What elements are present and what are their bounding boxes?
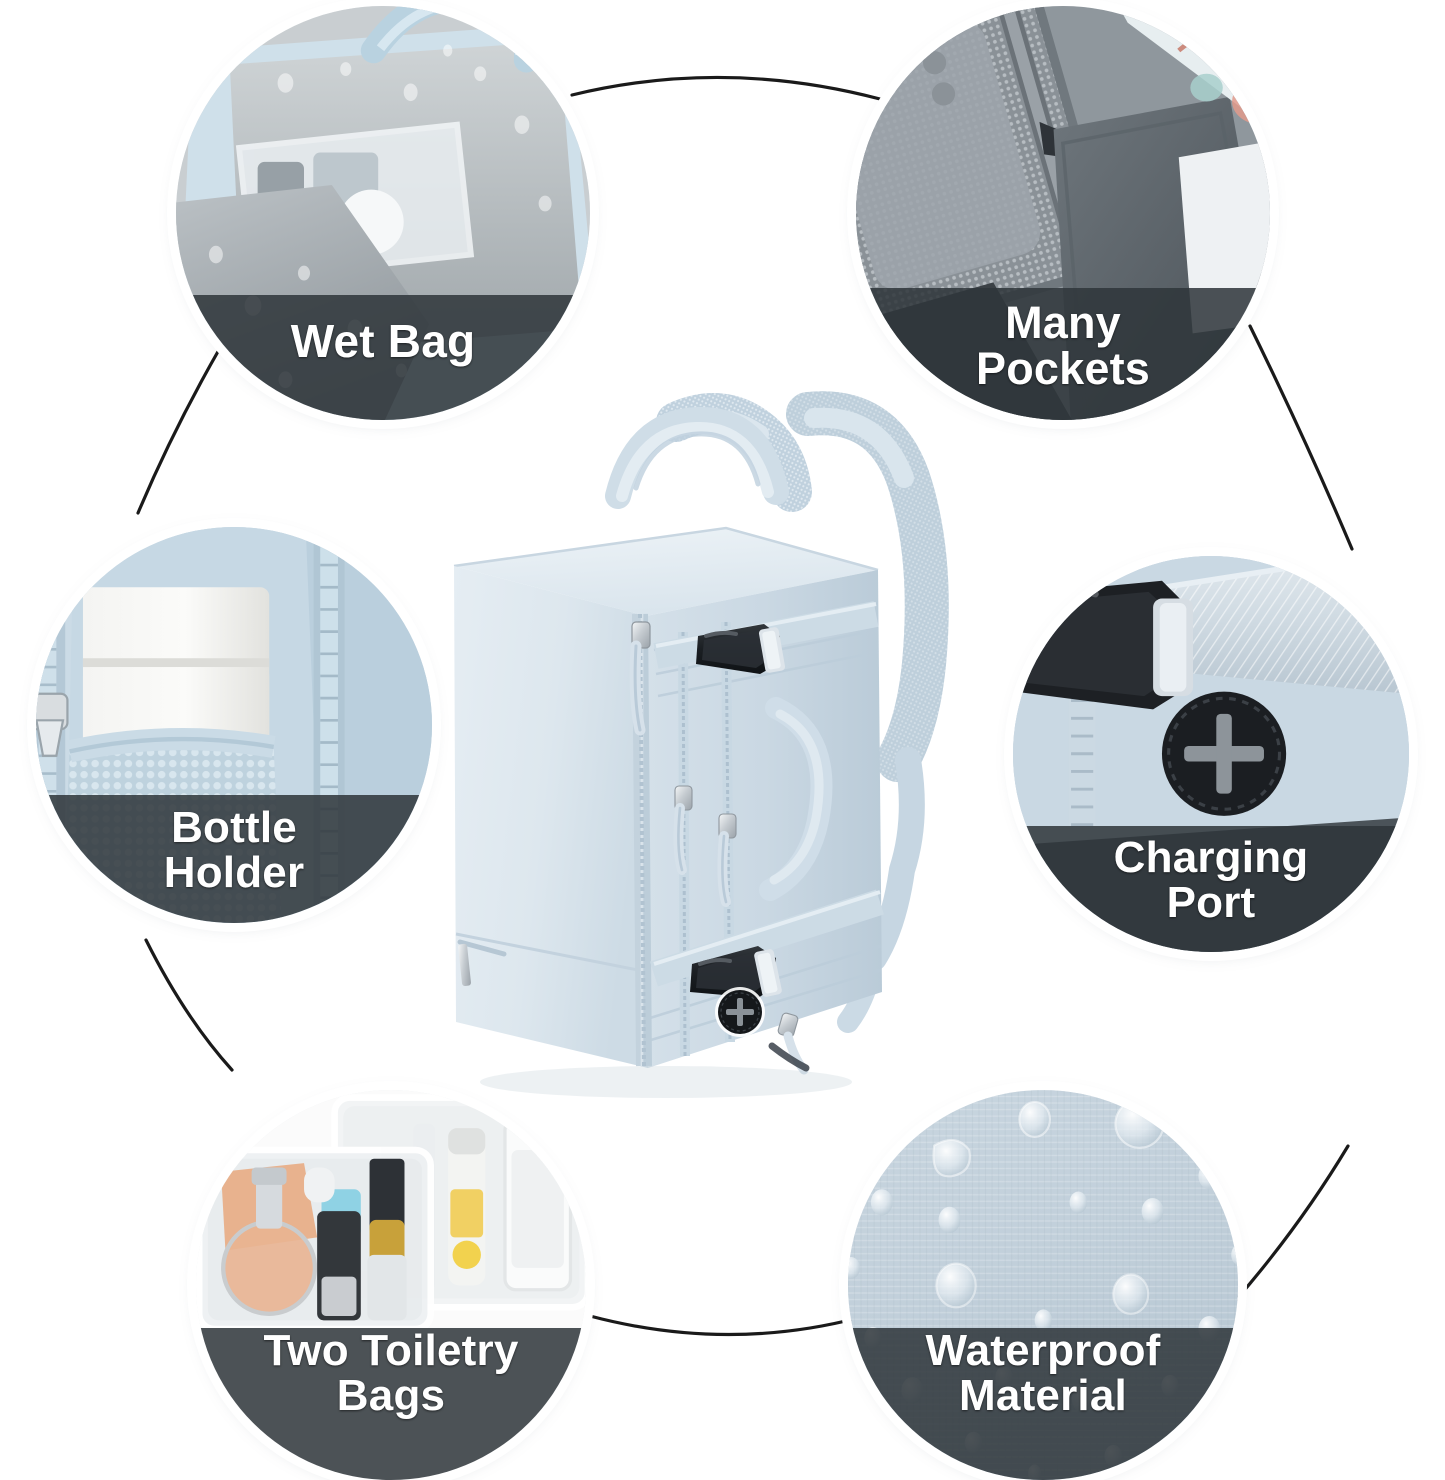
feature-circle-waterproof-material[interactable]: Waterproof Material [848,1090,1238,1480]
backpack-side-panel [646,570,882,1068]
feature-photo-waterproof-material: Waterproof Material [848,1090,1238,1480]
connector-toiletry-to-waterproof [588,1314,860,1337]
feature-photo-two-toiletry-bags: Two Toiletry Bags [196,1090,586,1480]
feature-photo-charging-port: Charging Port [1013,556,1409,952]
product-image-backpack [440,378,990,1108]
feature-photo-wet-bag: Wet Bag [176,6,590,420]
bottom-trim [768,1042,810,1072]
front-pocket-zipper [457,939,507,987]
product-shadow [480,1066,852,1098]
backpack-top-panel [454,528,878,616]
feature-label-band-two-toiletry-bags: Two Toiletry Bags [196,1328,586,1480]
feature-circle-bottle-holder[interactable]: Bottle Holder [36,527,432,923]
buckle-bottom [690,946,782,998]
feature-label-band-charging-port: Charging Port [1013,826,1409,952]
connector-waterproof-to-charging [1234,1144,1350,1302]
bottom-compression-strap [650,889,884,998]
feature-label-band-wet-bag: Wet Bag [176,295,590,420]
feature-photo-many-pockets: Many Pockets [856,6,1270,420]
feature-label-wet-bag: Wet Bag [290,315,476,368]
main-zipper [629,613,652,1067]
feature-label-two-toiletry-bags: Two Toiletry Bags [263,1326,519,1420]
feature-label-many-pockets: Many Pockets [976,297,1150,394]
feature-circle-wet-bag[interactable]: Wet Bag [176,6,590,420]
usb-charging-port [715,987,765,1037]
feature-circle-charging-port[interactable]: Charging Port [1013,556,1409,952]
feature-circle-many-pockets[interactable]: Many Pockets [856,6,1270,420]
feature-label-charging-port: Charging Port [1113,833,1309,927]
feature-circle-two-toiletry-bags[interactable]: Two Toiletry Bags [196,1090,586,1480]
feature-photo-bottle-holder: Bottle Holder [36,527,432,923]
feature-label-band-bottle-holder: Bottle Holder [36,795,432,923]
side-grab-handle [759,697,833,901]
feature-label-band-many-pockets: Many Pockets [856,288,1270,420]
backpack-illustration [453,391,949,1098]
feature-label-bottle-holder: Bottle Holder [163,803,305,897]
top-compression-strap [653,601,879,674]
infographic-canvas: Wet Bag [36,6,1409,1480]
connector-bottle-to-toiletry [144,938,234,1072]
carry-handle [605,406,789,509]
buckle-top [696,624,786,674]
feature-label-band-waterproof-material: Waterproof Material [848,1328,1238,1480]
backpack-front-panel [454,566,648,1068]
feature-label-waterproof-material: Waterproof Material [925,1326,1161,1420]
connector-wetbag-to-pockets [570,75,882,101]
